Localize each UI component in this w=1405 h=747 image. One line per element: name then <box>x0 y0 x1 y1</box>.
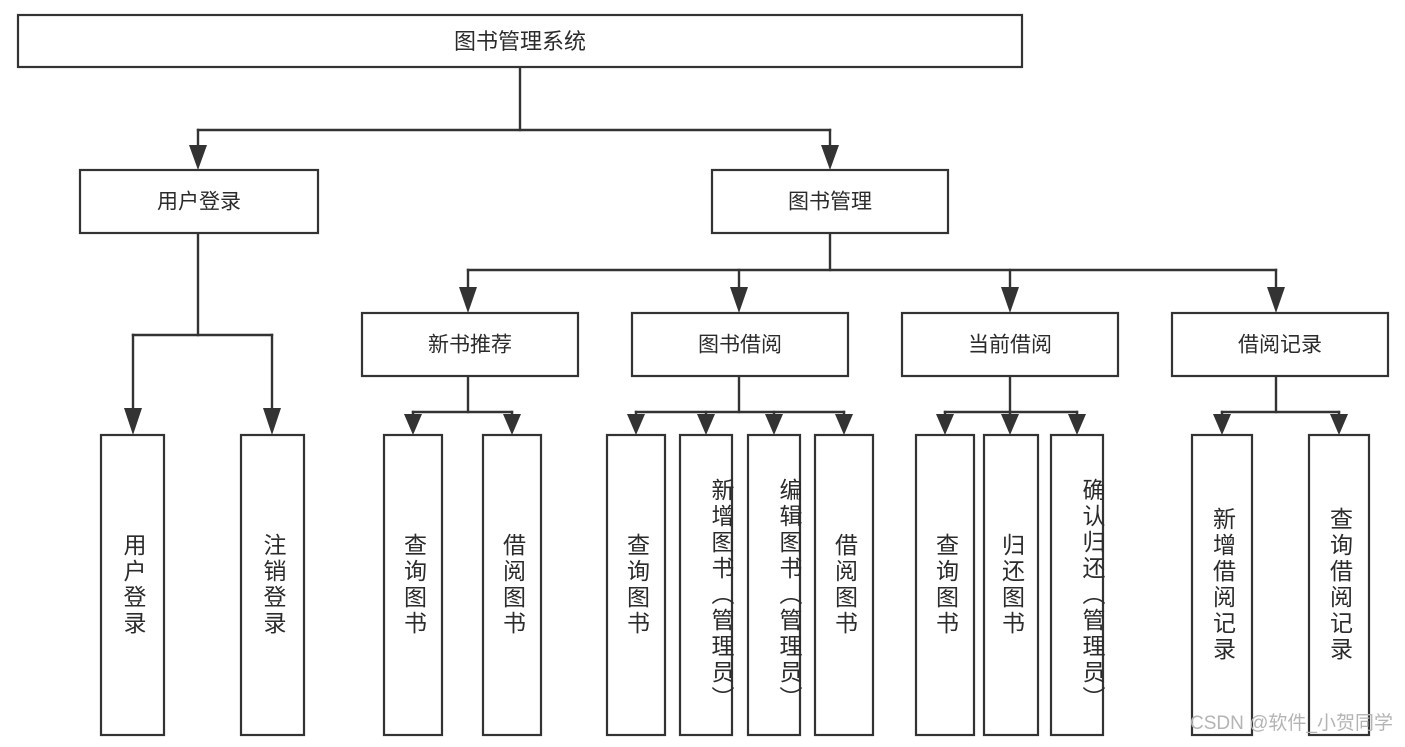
arrow-head-userlogin <box>189 145 207 170</box>
node-book-borrow[interactable]: 图书借阅 <box>630 311 850 378</box>
leaf-box-add-record[interactable] <box>1190 433 1254 737</box>
leaf-box-borrow-book-2[interactable] <box>813 433 875 737</box>
arrow-head-borrowrecord <box>1267 287 1285 313</box>
connector-group-borrowbook <box>627 374 853 435</box>
leaf-box-group <box>99 433 1371 737</box>
node-label-user-login: 用户登录 <box>157 191 241 214</box>
leaf-box-logout[interactable] <box>239 433 306 737</box>
node-new-book-recommend[interactable]: 新书推荐 <box>360 311 580 378</box>
leaf-box-borrow-book-1[interactable] <box>481 433 543 737</box>
node-label-book-borrow: 图书借阅 <box>698 334 782 357</box>
arrow-head-bookmgmt <box>821 145 839 170</box>
arrow-head-leaf-borrow-book-2 <box>835 414 853 435</box>
arrow-head-leaf-query-book-2 <box>627 414 645 435</box>
leaf-box-add-book[interactable] <box>678 433 734 737</box>
arrow-head-leaf-edit-book <box>765 414 783 435</box>
arrow-head-currentborrow <box>1001 287 1019 313</box>
connector-group-root <box>189 65 839 170</box>
arrow-head-newbook <box>459 287 477 313</box>
arrow-head-leaf-user-login <box>124 408 142 435</box>
leaf-box-query-book-2[interactable] <box>605 433 667 737</box>
arrow-head-leaf-query-record <box>1330 414 1348 435</box>
connector-group-currentborrow <box>936 374 1086 435</box>
arrow-head-leaf-query-book-3 <box>936 414 954 435</box>
arrow-head-leaf-add-record <box>1213 414 1231 435</box>
node-current-borrow[interactable]: 当前借阅 <box>900 311 1120 378</box>
node-label-book-management: 图书管理 <box>788 191 872 214</box>
leaf-box-query-book-3[interactable] <box>914 433 976 737</box>
arrow-head-borrowbook <box>730 287 748 313</box>
connector-group-borrowrecord <box>1213 374 1348 435</box>
leaf-box-query-book-1[interactable] <box>382 433 444 737</box>
node-root[interactable]: 图书管理系统 <box>16 13 1024 69</box>
leaf-box-return-book[interactable] <box>982 433 1040 737</box>
root-label: 图书管理系统 <box>454 29 586 54</box>
arrow-head-leaf-query-book-1 <box>404 414 422 435</box>
node-box-book-borrow[interactable] <box>630 311 850 378</box>
connector-group-bookmgmt <box>459 231 1285 313</box>
arrow-head-leaf-add-book <box>697 414 715 435</box>
node-box-new-book-recommend[interactable] <box>360 311 580 378</box>
leaf-box-user-login[interactable] <box>99 433 166 737</box>
arrow-head-leaf-logout <box>263 408 281 435</box>
node-box-current-borrow[interactable] <box>900 311 1120 378</box>
connector-group-newbook <box>404 374 521 435</box>
node-borrow-record[interactable]: 借阅记录 <box>1170 311 1390 378</box>
root-box[interactable] <box>16 13 1024 69</box>
arrow-head-leaf-return-book <box>1001 414 1019 435</box>
arrow-head-leaf-confirm-return <box>1068 414 1086 435</box>
node-user-login[interactable]: 用户登录 <box>78 168 320 235</box>
arrow-head-leaf-borrow-book-1 <box>503 414 521 435</box>
node-box-user-login[interactable] <box>78 168 320 235</box>
node-label-current-borrow: 当前借阅 <box>968 334 1052 357</box>
node-box-borrow-record[interactable] <box>1170 311 1390 378</box>
node-label-new-book-recommend: 新书推荐 <box>428 334 512 357</box>
node-label-borrow-record: 借阅记录 <box>1238 334 1322 357</box>
node-box-book-management[interactable] <box>710 168 950 235</box>
connector-group-userlogin <box>124 231 281 435</box>
node-book-management[interactable]: 图书管理 <box>710 168 950 235</box>
leaf-box-confirm-return[interactable] <box>1049 433 1105 737</box>
leaf-box-edit-book[interactable] <box>746 433 802 737</box>
leaf-box-query-record[interactable] <box>1307 433 1371 737</box>
watermark-text: CSDN @软件_小贺同学 <box>1190 713 1393 734</box>
